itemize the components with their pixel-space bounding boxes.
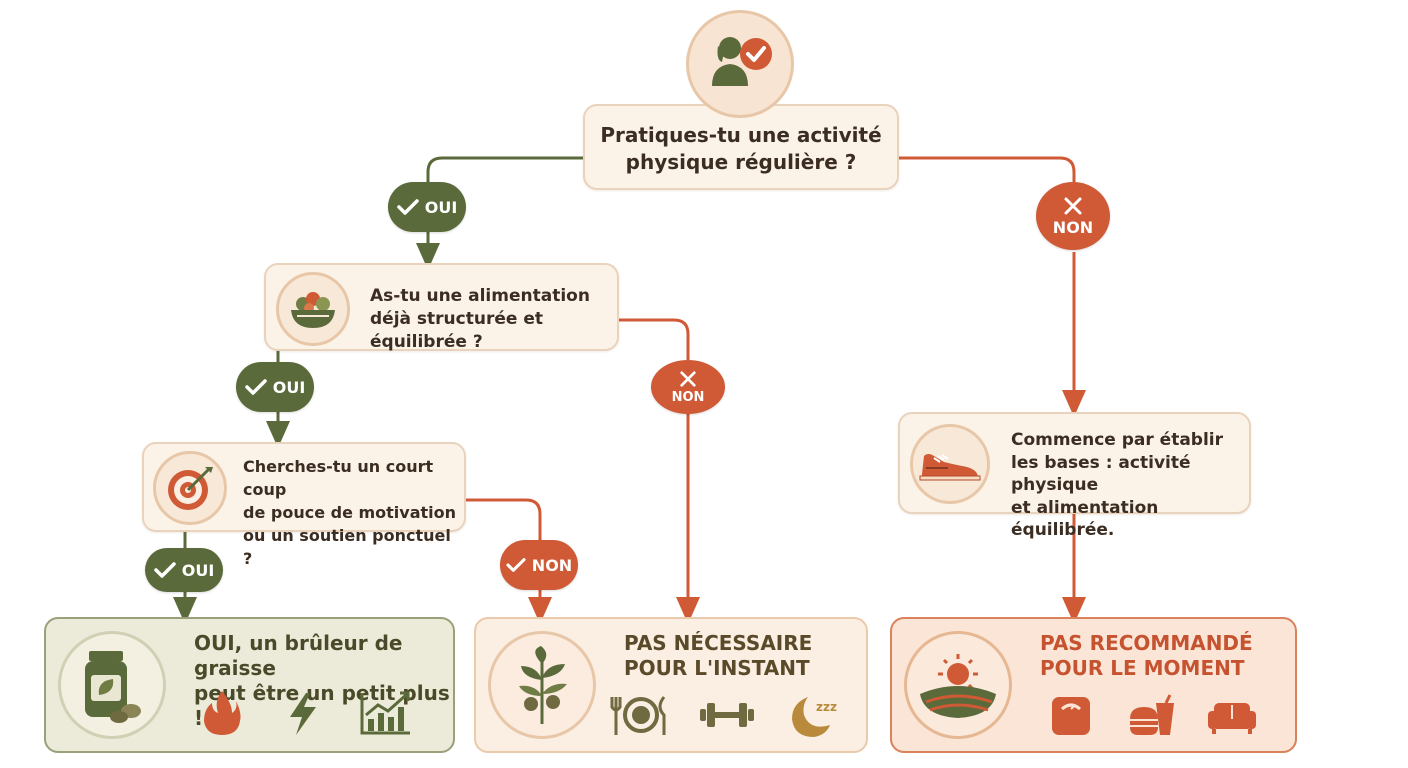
cross-icon (680, 370, 696, 387)
result-not-recommended-title: PAS RECOMMANDÉ POUR LE MOMENT (1040, 631, 1253, 681)
result-not-recommended-line1: PAS RECOMMANDÉ (1040, 631, 1253, 655)
check-icon (153, 562, 176, 578)
plant-icon (488, 631, 596, 739)
result-not-needed-line1: PAS NÉCESSAIRE (624, 631, 813, 655)
non-label: NON (1052, 217, 1094, 237)
question2-text: As-tu une alimentation déjà structurée e… (370, 285, 617, 354)
result-yes-line1: OUI, un brûleur de graisse (194, 631, 403, 680)
non-label: NON (531, 555, 573, 575)
result-not-recommended-line2: POUR LE MOMENT (1040, 656, 1245, 680)
question2-line1: As-tu une alimentation (370, 286, 590, 306)
result-yes-box: OUI, un brûleur de graisse peut être un … (44, 617, 455, 753)
question1-line1: Pratiques-tu une activité (600, 123, 882, 147)
plate-cutlery-icon (610, 696, 666, 735)
question3-line3: ou un soutien ponctuel ? (243, 526, 451, 568)
question3-line2: de pouce de motivation (243, 503, 457, 522)
result-not-needed-title: PAS NÉCESSAIRE POUR L'INSTANT (624, 631, 812, 681)
sleep-moon-icon: zzz (792, 697, 837, 737)
oui-label: OUI (424, 197, 458, 217)
q2-non-badge: NON (651, 360, 725, 414)
scale-icon (1052, 697, 1090, 735)
sun-landscape-icon (904, 631, 1012, 739)
question1-line2: physique régulière ? (625, 150, 857, 174)
connector-q1-non (899, 156, 1076, 182)
oui-label: OUI (181, 560, 215, 580)
sneaker-icon (910, 424, 990, 504)
question1-box: Pratiques-tu une activité physique régul… (583, 104, 899, 190)
connector-q3-non (465, 498, 542, 540)
result-not-needed-line2: POUR L'INSTANT (624, 656, 810, 680)
check-icon (396, 199, 419, 215)
result-not-needed-box: PAS NÉCESSAIRE POUR L'INSTANT zzz (474, 617, 868, 753)
connector-q2-non (618, 318, 690, 360)
connector-q1-oui (426, 156, 583, 184)
question3-text: Cherches-tu un court coup de pouce de mo… (243, 455, 464, 570)
fast-food-icon (1130, 694, 1174, 735)
dumbbell-icon (700, 703, 754, 727)
growth-chart-icon (360, 691, 410, 735)
target-icon (153, 451, 227, 525)
q3-oui-badge: OUI (145, 548, 223, 592)
advice-text: Commence par établir les bases : activit… (1011, 429, 1249, 542)
salad-bowl-icon (276, 272, 350, 346)
check-icon (506, 558, 526, 572)
advice-line3: et alimentation équilibrée. (1011, 497, 1159, 541)
check-icon (244, 379, 267, 395)
result-not-recommended-box: PAS RECOMMANDÉ POUR LE MOMENT (890, 617, 1297, 753)
advice-line2: les bases : activité physique (1011, 452, 1191, 496)
question2-line2: déjà structurée et équilibrée ? (370, 309, 543, 352)
question1-text: Pratiques-tu une activité physique régul… (585, 122, 897, 176)
q2-oui-badge: OUI (236, 362, 314, 412)
question3-line1: Cherches-tu un court coup (243, 457, 434, 499)
non-label: NON (671, 389, 705, 405)
cross-icon (1064, 197, 1082, 214)
person-check-icon (686, 10, 794, 118)
lightning-icon (290, 693, 316, 735)
q1-oui-badge: OUI (388, 182, 466, 232)
q1-non-badge: NON (1036, 182, 1110, 250)
advice-line1: Commence par établir (1011, 430, 1224, 450)
q3-non-badge: NON (500, 540, 578, 590)
flame-icon (204, 691, 241, 735)
svg-text:zzz: zzz (816, 700, 837, 714)
supplement-jar-icon (58, 631, 166, 739)
sofa-icon (1208, 703, 1256, 734)
oui-label: OUI (272, 377, 306, 397)
